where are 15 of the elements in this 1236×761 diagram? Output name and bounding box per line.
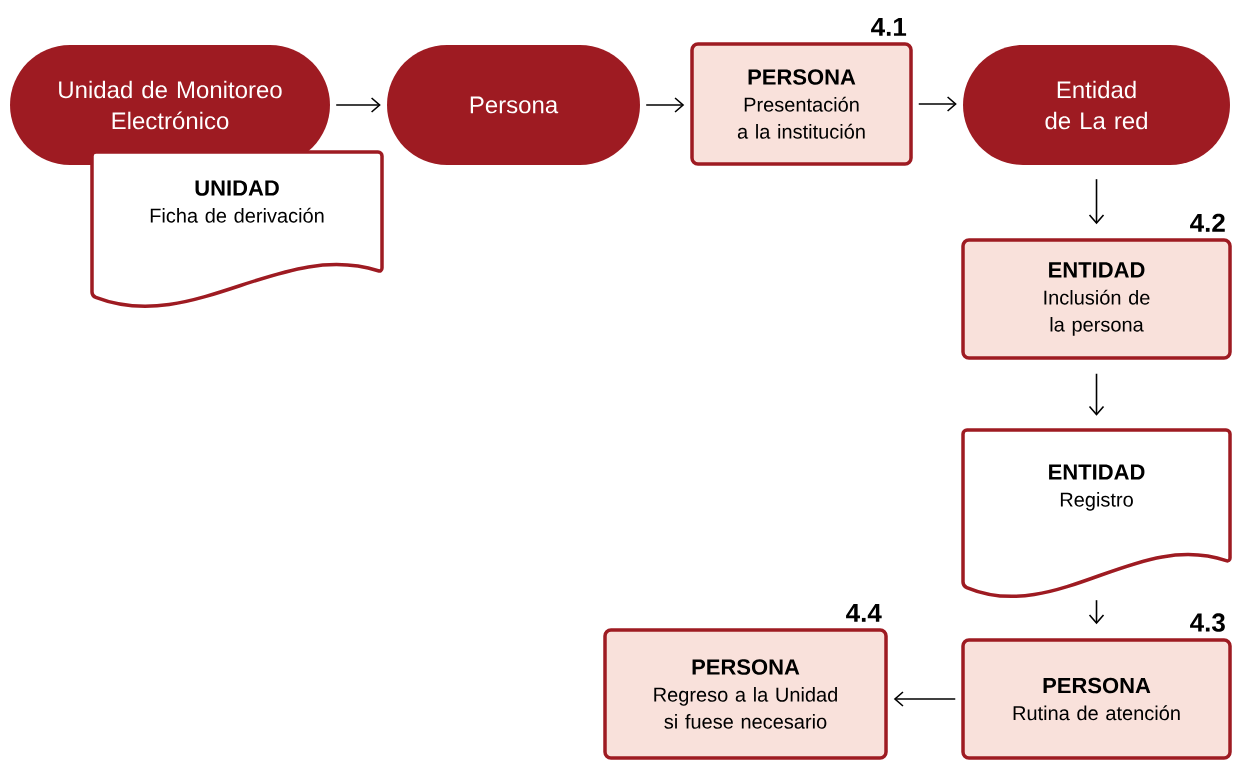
step-number: 4.1 <box>871 17 907 36</box>
arrow <box>1088 178 1105 225</box>
process-box: ENTIDAD Inclusión de la persona <box>961 238 1232 360</box>
step-number: 4.4 <box>846 603 882 622</box>
step-number: 4.2 <box>1190 213 1225 232</box>
step-number: 4.3 <box>1190 613 1225 632</box>
arrow <box>1088 599 1105 625</box>
arrow <box>645 97 685 113</box>
arrow <box>893 691 957 707</box>
process-box: PERSONA Rutina de atención <box>961 638 1232 760</box>
arrow <box>335 97 381 113</box>
arrow <box>1088 372 1105 416</box>
process-box: PERSONA Regreso a la Unidad si fuese necesario <box>603 628 888 760</box>
process-box: PERSONA Presentación a la institución <box>690 42 913 166</box>
arrow <box>917 96 957 112</box>
